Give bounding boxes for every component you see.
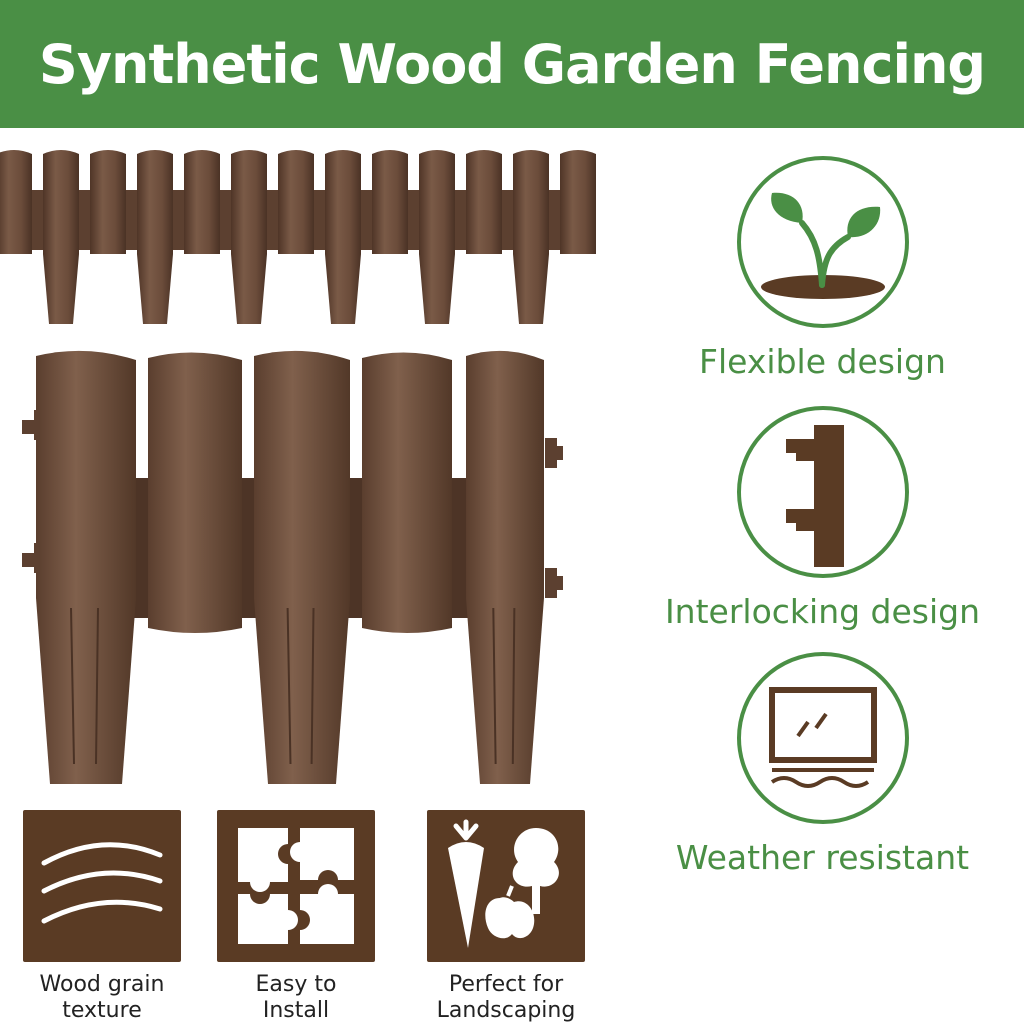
badge-label-landscaping: Perfect for Landscaping <box>436 972 576 1023</box>
title-banner: Synthetic Wood Garden Fencing <box>0 0 1024 128</box>
large-fence-post <box>254 350 350 784</box>
large-fence-post <box>36 350 136 784</box>
badge-wood-grain: Wood grain texture <box>20 810 184 1024</box>
badge-easy-install: Easy to Install <box>214 810 378 1024</box>
small-fence-post <box>90 150 126 254</box>
small-fence-post <box>278 150 314 254</box>
small-fence-post <box>325 150 361 324</box>
fence-product-photo <box>0 150 596 784</box>
small-fence-post <box>372 150 408 254</box>
post-groove <box>492 607 516 765</box>
interlock-post-icon <box>736 406 909 578</box>
feature-interlocking: Interlocking design <box>665 406 980 631</box>
large-fence-post <box>148 352 242 633</box>
badge-label-easy-install: Easy to Install <box>255 972 337 1023</box>
puzzle-icon <box>217 810 375 962</box>
feature-label-flexible: Flexible design <box>699 342 946 381</box>
badge-landscaping: Perfect for Landscaping <box>424 810 588 1024</box>
small-fence-post <box>419 150 455 324</box>
weather-panel-icon <box>736 652 909 824</box>
small-fence-post <box>137 150 173 324</box>
small-fence-post <box>560 150 596 254</box>
feature-flexible: Flexible design <box>699 156 946 381</box>
small-fence-post <box>513 150 549 324</box>
small-fence-post <box>43 150 79 324</box>
fence-section-large <box>22 350 563 784</box>
small-fence-post <box>231 150 267 324</box>
fence-strip-top <box>0 150 596 324</box>
wood-grain-icon <box>23 810 181 962</box>
small-fence-post <box>466 150 502 254</box>
feature-weather: Weather resistant <box>676 652 969 877</box>
large-fence-post <box>362 352 452 633</box>
small-fence-post <box>0 150 32 254</box>
feature-label-weather: Weather resistant <box>675 838 970 877</box>
feature-label-interlocking: Interlocking design <box>664 592 981 631</box>
small-fence-post <box>184 150 220 254</box>
page-title: Synthetic Wood Garden Fencing <box>38 32 986 96</box>
large-fence-post <box>466 350 544 784</box>
badge-label-wood-grain: Wood grain texture <box>39 972 165 1023</box>
post-groove <box>286 607 315 765</box>
garden-produce-icon <box>427 810 585 962</box>
post-groove <box>70 607 99 765</box>
sprout-icon <box>736 156 909 328</box>
